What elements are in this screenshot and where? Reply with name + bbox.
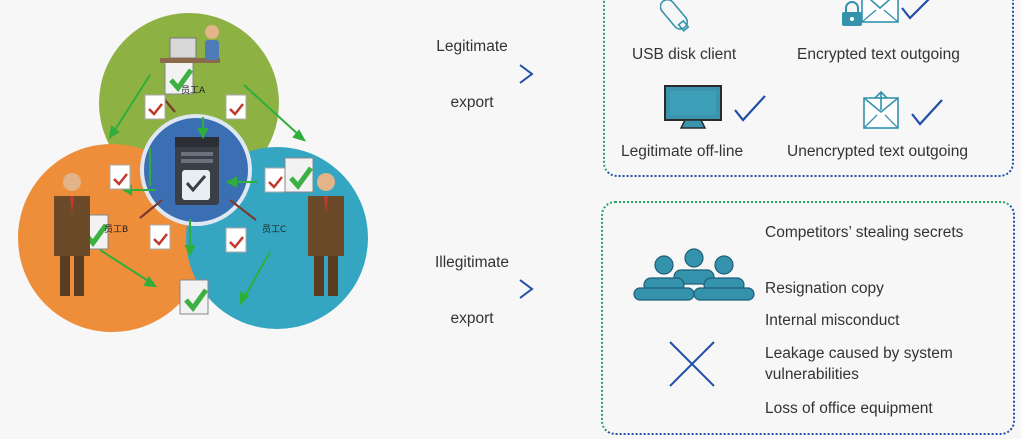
legitimate-export-box (603, 0, 1014, 177)
illegitimate-sub-label: export (450, 310, 494, 327)
risk-item-competitors: Competitors’ stealing secrets (765, 224, 964, 241)
legitimate-label: Legitimate (436, 38, 508, 55)
server-icon (175, 137, 219, 205)
meeting-people-icon (632, 248, 756, 309)
approved-document-icons (79, 59, 314, 315)
cross-icon (666, 338, 718, 395)
document-icons (109, 94, 286, 253)
unencrypted-text-outgoing-caption: Unencrypted text outgoing (787, 143, 968, 160)
legitimate-arrow (414, 64, 536, 84)
legitimate-sub-label: export (450, 94, 494, 111)
usb-disk-client-caption: USB disk client (632, 46, 737, 63)
monitor-check-icon (663, 84, 769, 137)
employee-label-c: 员工C (262, 224, 286, 235)
illegitimate-arrow (414, 279, 536, 299)
usb-stick-icon (659, 0, 700, 39)
legitimate-off-line-caption: Legitimate off-line (621, 143, 744, 160)
risk-item-system-leakage: Leakage caused by system vulnerabilities (765, 345, 953, 383)
illegitimate-label: Illegitimate (434, 254, 510, 271)
businessman-left-icon (54, 173, 90, 296)
employee-label-a: 员工A (181, 85, 206, 96)
risk-item-misconduct: Internal misconduct (765, 312, 900, 329)
risk-item-equipment-loss: Loss of office equipment (765, 400, 933, 417)
encrypted-text-outgoing-caption: Encrypted text outgoing (797, 46, 960, 63)
locked-envelope-check-icon (838, 0, 944, 35)
envelope-check-icon (860, 90, 950, 137)
person-at-desk-icon (160, 25, 220, 63)
businessman-right-icon (308, 173, 344, 296)
risk-item-resignation: Resignation copy (765, 280, 884, 297)
employee-label-b: 员工B (104, 224, 128, 235)
employee-network-illustration: 员工A 员工B 员工C (0, 0, 380, 434)
